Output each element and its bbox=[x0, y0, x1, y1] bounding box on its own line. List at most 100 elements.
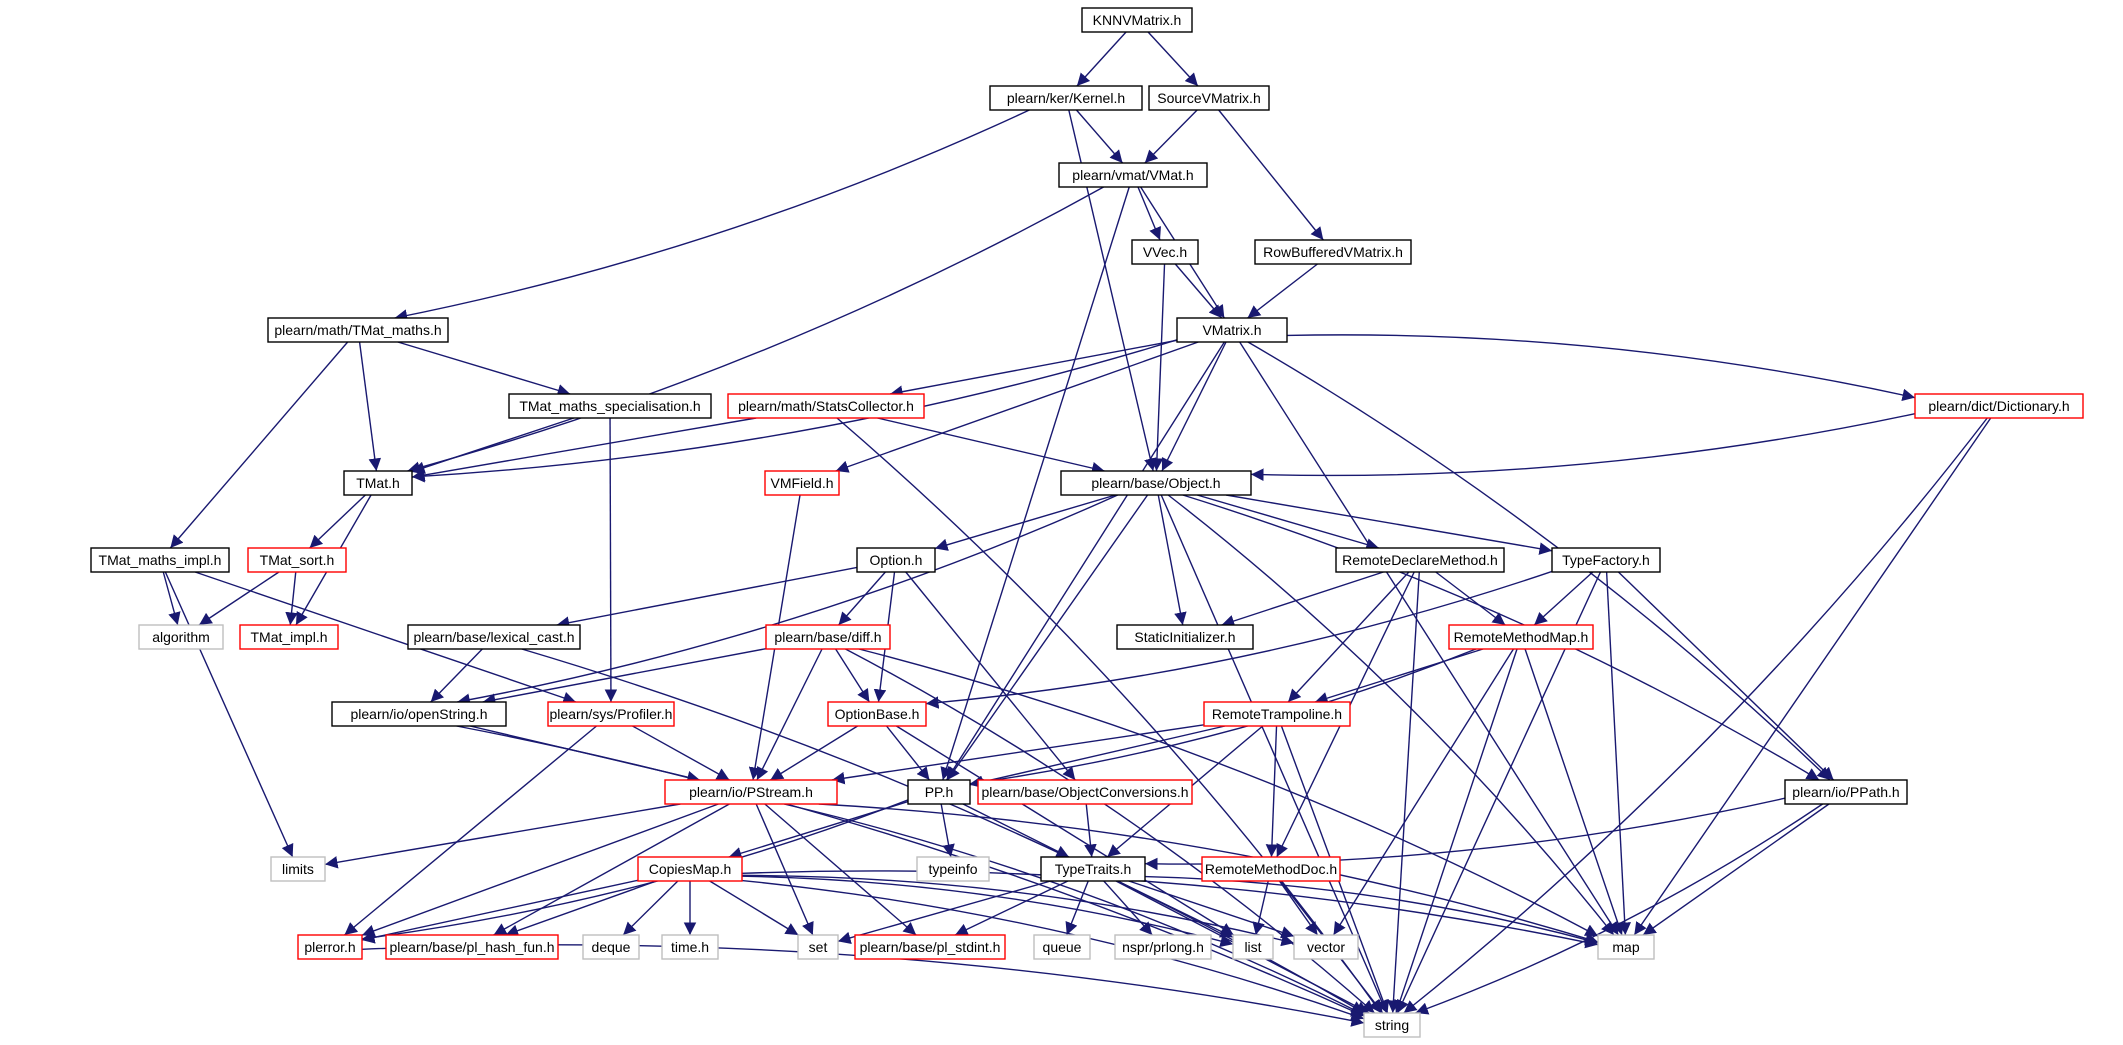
node-rowbuf-box bbox=[1254, 239, 1412, 265]
node-typetraits[interactable]: TypeTraits.h bbox=[1040, 856, 1146, 882]
edge-profiler-to-plerror bbox=[344, 725, 597, 936]
node-map-box bbox=[1597, 934, 1655, 960]
node-knnv[interactable]: KNNVMatrix.h bbox=[1081, 7, 1193, 33]
node-vmat[interactable]: plearn/vmat/VMat.h bbox=[1058, 162, 1208, 188]
node-rdm-label: RemoteDeclareMethod.h bbox=[1342, 552, 1498, 568]
node-sourcev[interactable]: SourceVMatrix.h bbox=[1148, 85, 1270, 111]
node-vvec[interactable]: VVec.h bbox=[1131, 239, 1199, 265]
edge-typefactory-to-ppath bbox=[1617, 571, 1835, 781]
node-dict[interactable]: plearn/dict/Dictionary.h bbox=[1914, 393, 2084, 419]
edge-typefactory-to-map bbox=[1605, 571, 1632, 936]
node-rtramp[interactable]: RemoteTrampoline.h bbox=[1203, 701, 1351, 727]
node-vmatrix-label: VMatrix.h bbox=[1202, 322, 1261, 338]
edge-vvec-to-vmatrix bbox=[1174, 263, 1223, 319]
node-plerror[interactable]: plerror.h bbox=[297, 934, 363, 960]
node-copiesmap-label: CopiesMap.h bbox=[649, 861, 732, 877]
edge-rtramp-to-pp bbox=[969, 725, 1226, 789]
edge-rmm-to-vector bbox=[1332, 648, 1515, 936]
node-plerror-label: plerror.h bbox=[304, 939, 355, 955]
node-set-label: set bbox=[809, 939, 828, 955]
node-copiesmap-box bbox=[637, 856, 743, 882]
node-object-box bbox=[1060, 470, 1252, 496]
edge-rmm-to-pp bbox=[969, 648, 1477, 789]
node-lexcast[interactable]: plearn/base/lexical_cast.h bbox=[407, 624, 581, 650]
node-timeh: time.h bbox=[661, 934, 719, 960]
node-rowbuf[interactable]: RowBufferedVMatrix.h bbox=[1254, 239, 1412, 265]
node-objconv-label: plearn/base/ObjectConversions.h bbox=[981, 784, 1188, 800]
node-pstream-label: plearn/io/PStream.h bbox=[689, 784, 813, 800]
node-typeinfo-box bbox=[916, 856, 990, 882]
node-algorithm-box bbox=[138, 624, 224, 650]
edge-object-to-map bbox=[1167, 494, 1615, 936]
node-hashfun-box bbox=[385, 934, 559, 960]
edge-object-to-typefactory bbox=[1226, 494, 1553, 555]
node-deque-box bbox=[582, 934, 640, 960]
node-diff-label: plearn/base/diff.h bbox=[774, 629, 881, 645]
node-rowbuf-label: RowBufferedVMatrix.h bbox=[1263, 244, 1403, 260]
node-rdm[interactable]: RemoteDeclareMethod.h bbox=[1335, 547, 1505, 573]
edge-rtramp-to-pstream bbox=[831, 724, 1205, 785]
node-lexcast-box bbox=[407, 624, 581, 650]
node-vmfield-label: VMField.h bbox=[770, 475, 833, 491]
edge-rmm-to-string bbox=[1393, 648, 1518, 1014]
node-option-label: Option.h bbox=[870, 552, 923, 568]
node-stdint-label: plearn/base/pl_stdint.h bbox=[860, 939, 1001, 955]
edge-tmatspec-to-tmat bbox=[411, 417, 575, 474]
node-openstring[interactable]: plearn/io/openString.h bbox=[331, 701, 507, 727]
node-vector-box bbox=[1293, 934, 1359, 960]
node-vmatrix-box bbox=[1176, 317, 1288, 343]
node-pstream[interactable]: plearn/io/PStream.h bbox=[664, 779, 838, 805]
node-rmdoc[interactable]: RemoteMethodDoc.h bbox=[1201, 856, 1341, 882]
node-queue-box bbox=[1033, 934, 1091, 960]
node-profiler[interactable]: plearn/sys/Profiler.h bbox=[547, 701, 675, 727]
edge-ppath-to-string bbox=[1415, 803, 1824, 1015]
node-objconv[interactable]: plearn/base/ObjectConversions.h bbox=[977, 779, 1193, 805]
node-profiler-label: plearn/sys/Profiler.h bbox=[550, 706, 673, 722]
node-dict-box bbox=[1914, 393, 2084, 419]
node-openstring-box bbox=[331, 701, 507, 727]
node-kernel[interactable]: plearn/ker/Kernel.h bbox=[989, 85, 1143, 111]
edge-vmat-to-pp bbox=[940, 186, 1130, 781]
node-diff[interactable]: plearn/base/diff.h bbox=[765, 624, 891, 650]
node-objconv-box bbox=[977, 779, 1193, 805]
edge-optionbase-to-pstream bbox=[770, 725, 858, 781]
node-stats[interactable]: plearn/math/StatsCollector.h bbox=[727, 393, 925, 419]
node-pp-box bbox=[907, 779, 971, 805]
node-tmatspec[interactable]: TMat_maths_specialisation.h bbox=[508, 393, 712, 419]
edge-vmatrix-to-stats bbox=[889, 339, 1178, 398]
edge-lexcast-to-openstring bbox=[430, 648, 483, 703]
node-stats-box bbox=[727, 393, 925, 419]
node-tmat[interactable]: TMat.h bbox=[343, 470, 413, 496]
node-vmatrix[interactable]: VMatrix.h bbox=[1176, 317, 1288, 343]
node-tmatmaths[interactable]: plearn/math/TMat_maths.h bbox=[267, 317, 449, 343]
node-pp[interactable]: PP.h bbox=[907, 779, 971, 805]
node-optionbase-box bbox=[827, 701, 927, 727]
node-rmm-label: RemoteMethodMap.h bbox=[1454, 629, 1589, 645]
node-openstring-label: plearn/io/openString.h bbox=[351, 706, 488, 722]
node-rmm[interactable]: RemoteMethodMap.h bbox=[1448, 624, 1594, 650]
node-hashfun[interactable]: plearn/base/pl_hash_fun.h bbox=[385, 934, 559, 960]
node-tmatimpl-label: TMat_impl.h bbox=[250, 629, 327, 645]
node-deque: deque bbox=[582, 934, 640, 960]
node-tmatimpl[interactable]: TMat_impl.h bbox=[239, 624, 339, 650]
edge-vmat-to-vvec bbox=[1137, 186, 1161, 241]
node-stdint[interactable]: plearn/base/pl_stdint.h bbox=[854, 934, 1006, 960]
node-timeh-label: time.h bbox=[671, 939, 709, 955]
node-typefactory[interactable]: TypeFactory.h bbox=[1551, 547, 1661, 573]
node-staticinit[interactable]: StaticInitializer.h bbox=[1116, 624, 1254, 650]
node-vmfield[interactable]: VMField.h bbox=[764, 470, 840, 496]
edge-knnv-to-sourcev bbox=[1147, 31, 1199, 87]
edge-optionbase-to-list bbox=[895, 725, 1235, 936]
node-vmat-label: plearn/vmat/VMat.h bbox=[1072, 167, 1193, 183]
node-timeh-box bbox=[661, 934, 719, 960]
node-optionbase[interactable]: OptionBase.h bbox=[827, 701, 927, 727]
edge-vmatrix-to-map bbox=[1239, 341, 1619, 936]
edge-copiesmap-to-string bbox=[741, 879, 1365, 1021]
node-object[interactable]: plearn/base/Object.h bbox=[1060, 470, 1252, 496]
node-tmatsort[interactable]: TMat_sort.h bbox=[247, 547, 347, 573]
node-tmatimpl2[interactable]: TMat_maths_impl.h bbox=[90, 547, 230, 573]
edge-pp-to-plerror bbox=[361, 799, 909, 944]
node-option[interactable]: Option.h bbox=[856, 547, 936, 573]
node-copiesmap[interactable]: CopiesMap.h bbox=[637, 856, 743, 882]
node-ppath[interactable]: plearn/io/PPath.h bbox=[1784, 779, 1908, 805]
